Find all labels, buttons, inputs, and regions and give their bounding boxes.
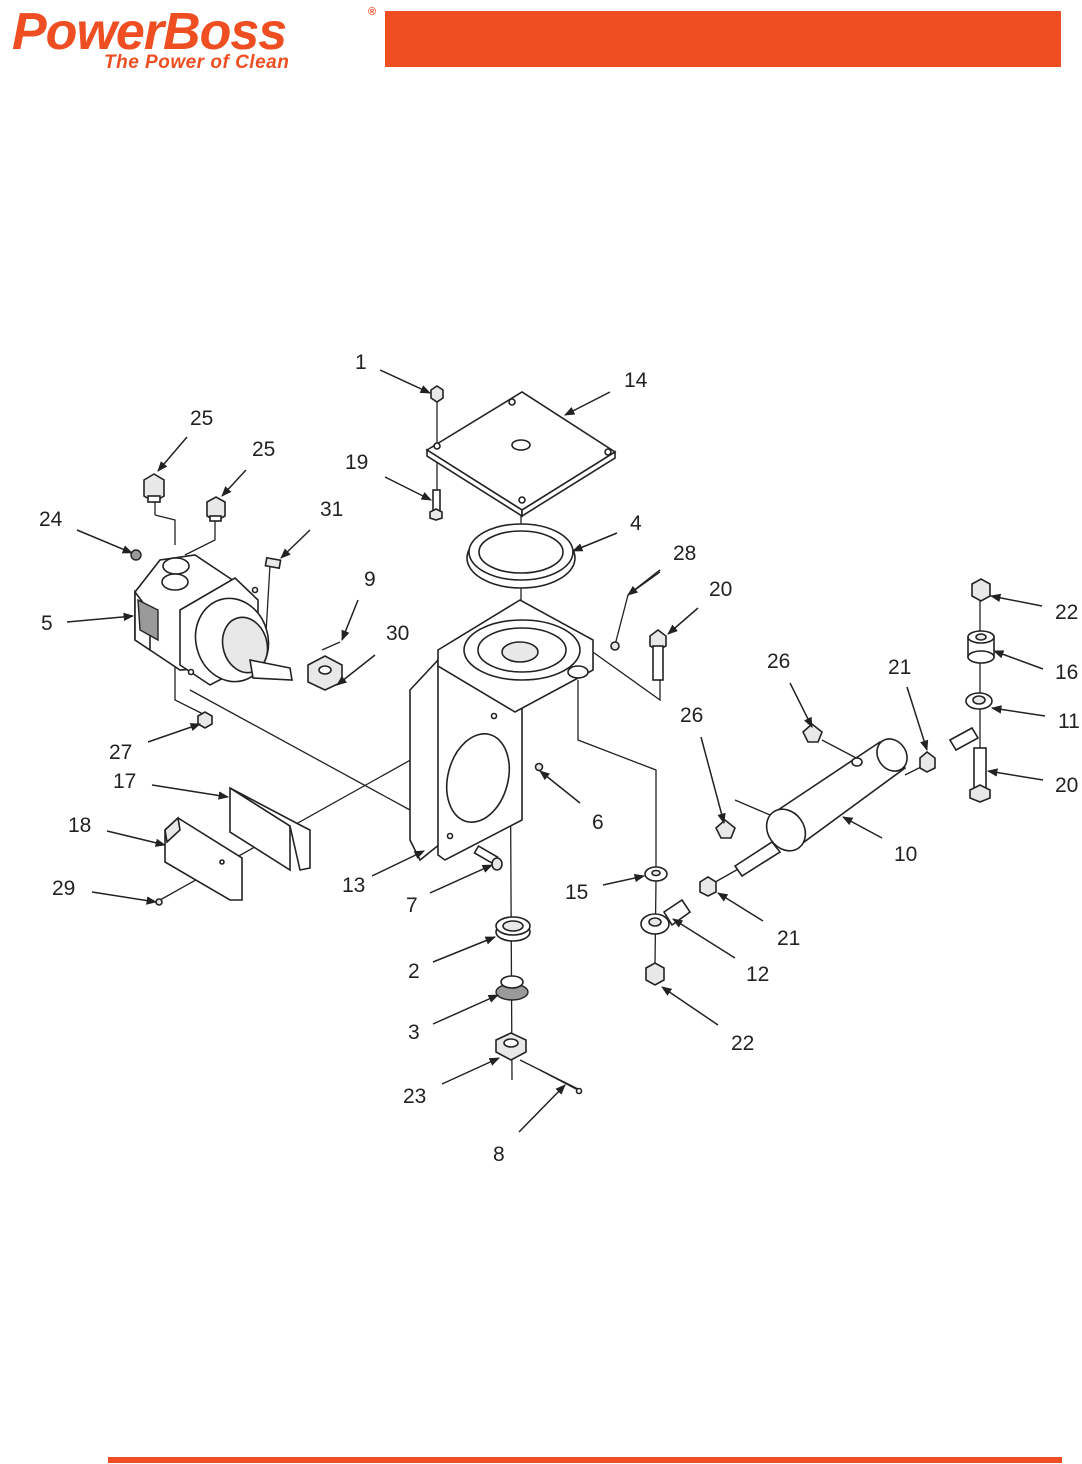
callout-9: 9 — [364, 568, 376, 591]
logo-wordmark: PowerBoss — [12, 3, 287, 61]
hydraulic-motor — [134, 554, 293, 686]
callout-16: 16 — [1055, 661, 1078, 684]
cover-plate — [229, 786, 311, 872]
callout-5: 5 — [41, 612, 53, 635]
bearing-cone — [495, 975, 529, 1001]
callout-8: 8 — [493, 1143, 505, 1166]
callout-10: 10 — [894, 843, 917, 866]
bracket — [164, 816, 243, 901]
callout-28: 28 — [673, 542, 696, 565]
cotter-pin — [539, 1069, 583, 1095]
callout-19: 19 — [345, 451, 368, 474]
top-nut — [430, 385, 444, 403]
callout-18: 18 — [68, 814, 91, 837]
callout-22-a: 22 — [1055, 601, 1078, 624]
motor-nut — [197, 711, 213, 729]
jam-nut-left — [699, 876, 717, 897]
powerboss-logo: PowerBoss ® The Power of Clean — [12, 3, 382, 76]
hydraulic-cylinder — [733, 738, 908, 878]
bolt-lower-right — [969, 747, 991, 803]
callout-13: 13 — [342, 874, 365, 897]
footer-accent-bar — [108, 1457, 1062, 1463]
fitting-24 — [130, 549, 142, 561]
shaft-key — [264, 556, 282, 570]
seal-ring — [466, 523, 576, 589]
jam-nut-right — [919, 750, 936, 773]
assembly-lines — [154, 400, 981, 1091]
side-bolt — [473, 844, 503, 871]
spacer — [967, 630, 995, 664]
fitting-25-left — [143, 473, 165, 503]
logo-tagline: The Power of Clean — [104, 52, 290, 73]
callout-27: 27 — [109, 741, 132, 764]
callout-11: 11 — [1058, 710, 1080, 733]
callout-1: 1 — [355, 351, 367, 374]
top-plate — [425, 391, 617, 518]
callout-20-b: 20 — [1055, 774, 1078, 797]
callout-17: 17 — [113, 770, 136, 793]
callout-30: 30 — [386, 622, 409, 645]
hub-nut — [307, 655, 343, 691]
callout-22-b: 22 — [731, 1032, 754, 1055]
header-accent-bar — [385, 11, 1061, 67]
callout-labels: 1 14 25 25 19 31 24 4 28 9 20 22 5 30 26… — [39, 351, 1080, 1166]
main-housing — [409, 599, 594, 862]
registered-mark: ® — [368, 6, 377, 18]
roll-pin — [321, 641, 341, 651]
callout-21-a: 21 — [888, 656, 911, 679]
bracket-screw — [155, 898, 163, 906]
callout-20-a: 20 — [709, 578, 732, 601]
fitting-25-right — [206, 496, 226, 522]
grease-fitting — [610, 641, 620, 651]
top-bolt — [429, 489, 443, 521]
rod-end-right — [948, 692, 993, 752]
castle-nut — [495, 1032, 527, 1061]
nut-upper-right — [971, 578, 991, 602]
nut-lower — [645, 962, 665, 986]
callout-4: 4 — [630, 512, 642, 535]
callout-29: 29 — [52, 877, 75, 900]
callout-25-a: 25 — [190, 407, 213, 430]
callout-21-b: 21 — [777, 927, 800, 950]
washer — [644, 866, 668, 882]
rod-end-left — [640, 898, 692, 935]
elbow-fitting-lower — [715, 818, 736, 839]
callout-31: 31 — [320, 498, 343, 521]
callout-14: 14 — [624, 369, 648, 392]
callout-3: 3 — [408, 1021, 420, 1044]
small-pin — [534, 762, 544, 772]
callout-26-a: 26 — [767, 650, 790, 673]
callout-12: 12 — [746, 963, 769, 986]
callout-15: 15 — [565, 881, 588, 904]
callout-25-b: 25 — [252, 438, 275, 461]
callout-6: 6 — [592, 811, 604, 834]
bearing-cup — [495, 916, 531, 942]
callout-24: 24 — [39, 508, 63, 531]
callout-26-b: 26 — [680, 704, 703, 727]
callout-7: 7 — [406, 894, 418, 917]
callout-23: 23 — [403, 1085, 426, 1108]
callout-2: 2 — [408, 960, 420, 983]
leader-lines — [66, 369, 1046, 1133]
bolt-upper — [649, 629, 667, 681]
